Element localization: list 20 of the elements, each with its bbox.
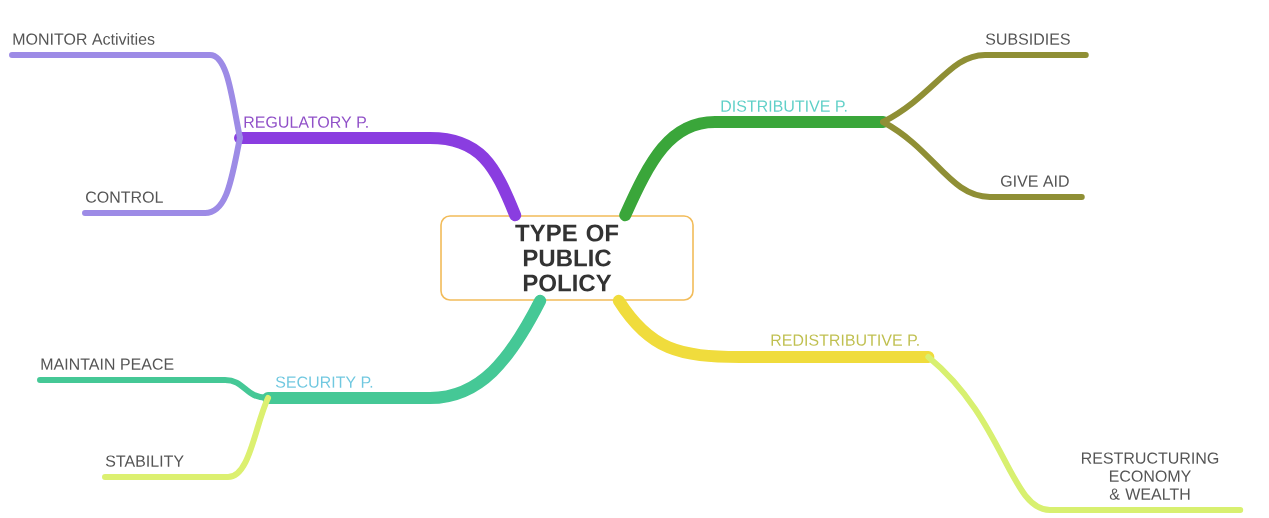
leaf-label: CONTROL [86, 191, 163, 203]
leaf-label: MONITOR Activities [13, 33, 155, 45]
leaf-label: MAINTAIN PEACE [41, 358, 174, 370]
branch-line [102, 395, 271, 480]
branch-label: DISTRIBUTIVE P. [721, 100, 847, 112]
branch-line [880, 52, 1089, 125]
branch-line [925, 354, 1244, 513]
branch-line [880, 119, 1085, 200]
central-topic-box: TYPE OF PUBLIC POLICY [440, 215, 694, 301]
branch-label: REGULATORY P. [244, 116, 368, 128]
leaf-label: SUBSIDIES [985, 33, 1070, 45]
leaf-label: STABILITY [105, 455, 184, 467]
branch-line [262, 294, 547, 404]
leaf-label: RESTRUCTURING ECONOMY & WEALTH [1082, 452, 1219, 500]
branch-label: REDISTRIBUTIVE P. [771, 334, 919, 346]
branch-line [234, 132, 522, 222]
branch-label: SECURITY P. [275, 376, 373, 388]
branch-line [82, 135, 243, 216]
leaf-label: GIVE AID [1001, 175, 1069, 187]
branch-line [612, 294, 935, 363]
